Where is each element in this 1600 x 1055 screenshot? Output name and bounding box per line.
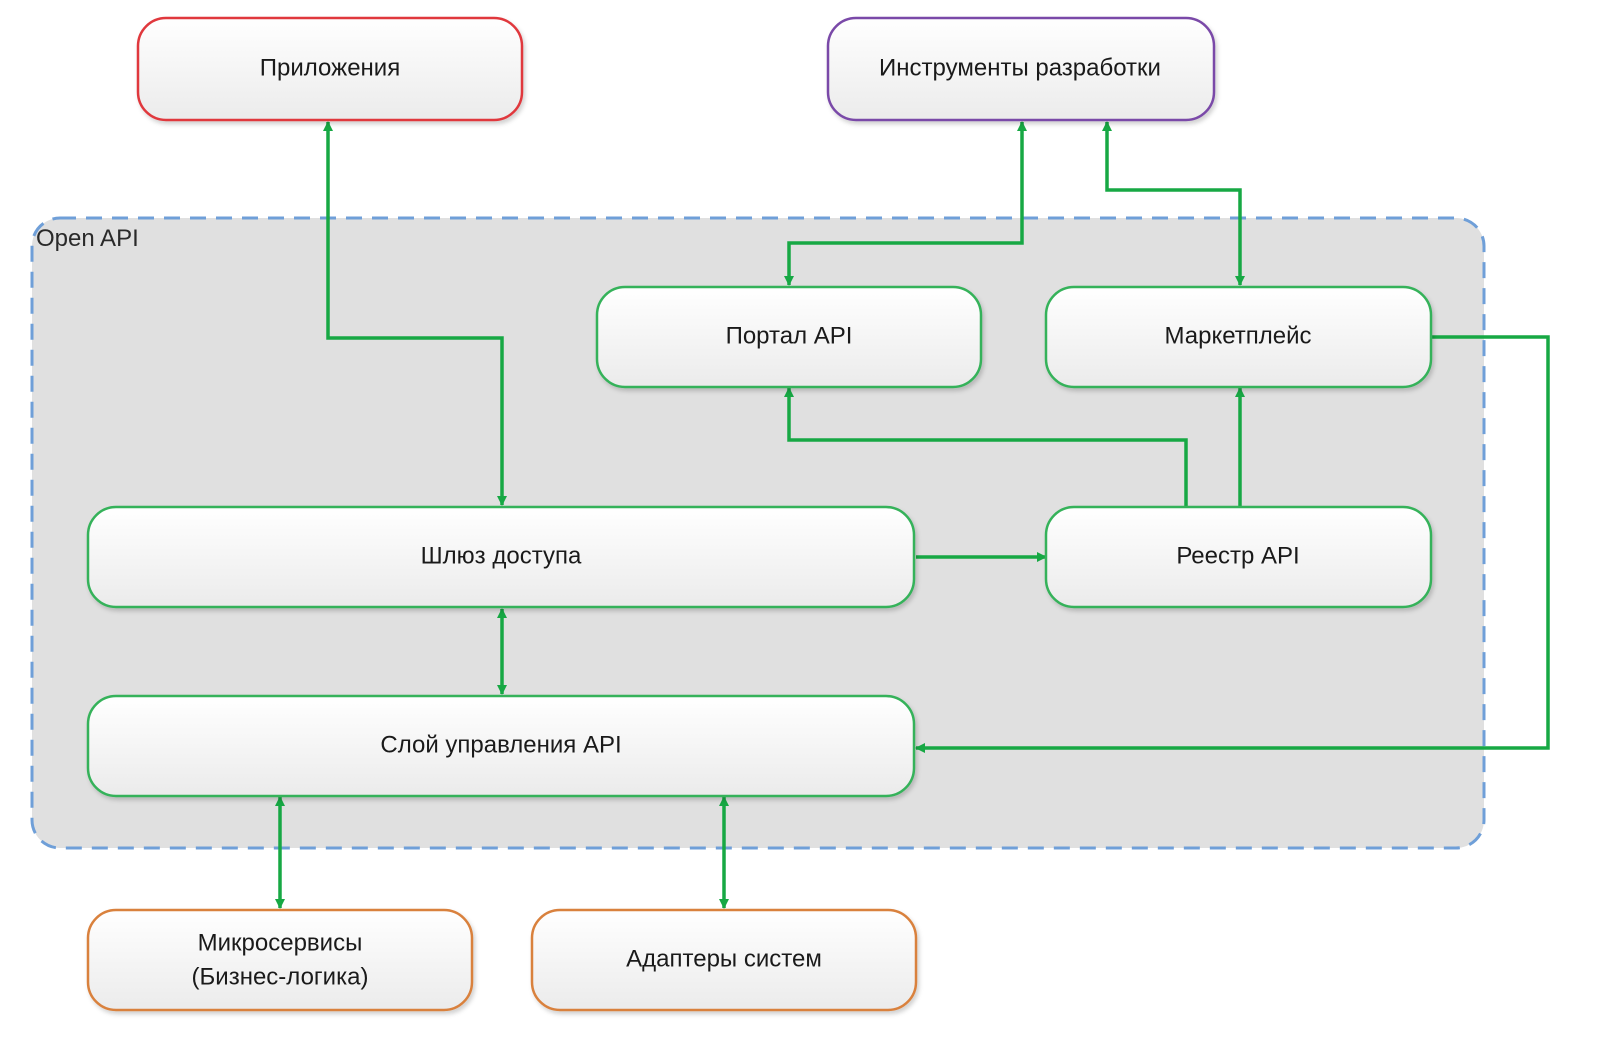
node-apps[interactable]: Приложения (136, 16, 524, 122)
node-marketplace[interactable]: Маркетплейс (1044, 285, 1433, 389)
edge-devtools-marketplace (1102, 121, 1245, 286)
node-gateway-label: Шлюз доступа (421, 542, 582, 569)
edge-registry-portal (784, 387, 1188, 506)
node-registry[interactable]: Реестр API (1044, 505, 1433, 609)
node-devtools-box[interactable] (826, 16, 1216, 122)
node-management[interactable]: Слой управления API (86, 694, 916, 798)
node-management-box[interactable] (86, 694, 916, 798)
node-microservices-box[interactable] (86, 908, 474, 1012)
node-apps-label: Приложения (260, 54, 400, 81)
node-portal-box[interactable] (595, 285, 983, 389)
node-marketplace-box[interactable] (1044, 285, 1433, 389)
node-adapters-box[interactable] (530, 908, 918, 1012)
node-adapters[interactable]: Адаптеры систем (530, 908, 918, 1012)
node-marketplace-label: Маркетплейс (1164, 322, 1311, 349)
node-devtools[interactable]: Инструменты разработки (826, 16, 1216, 122)
node-registry-label: Реестр API (1176, 542, 1299, 569)
node-gateway[interactable]: Шлюз доступа (86, 505, 916, 609)
node-adapters-label: Адаптеры систем (626, 945, 822, 972)
connectors (275, 121, 1550, 909)
edge-marketplace-management (915, 335, 1550, 753)
node-portal-label: Портал API (726, 322, 853, 349)
edge-apps-gateway (323, 121, 507, 506)
node-portal[interactable]: Портал API (595, 285, 983, 389)
edge-devtools-portal (784, 121, 1027, 286)
node-management-label: Слой управления API (380, 731, 621, 758)
node-microservices-label-line2: (Бизнес-логика) (192, 963, 369, 990)
node-microservices-label-line1: Микросервисы (198, 929, 363, 956)
node-devtools-label: Инструменты разработки (879, 54, 1161, 81)
node-gateway-box[interactable] (86, 505, 916, 609)
node-microservices[interactable]: Микросервисы (Бизнес-логика) (86, 908, 474, 1012)
node-registry-box[interactable] (1044, 505, 1433, 609)
node-apps-box[interactable] (136, 16, 524, 122)
open-api-group-label: Open API (36, 225, 139, 252)
